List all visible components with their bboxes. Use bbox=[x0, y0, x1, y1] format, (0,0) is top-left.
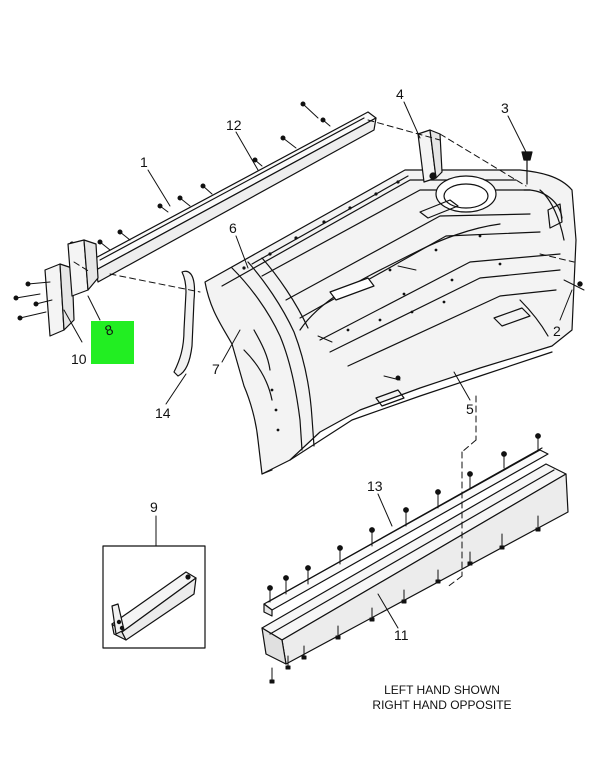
lower-rail-assembly bbox=[261, 433, 569, 684]
orientation-note: LEFT HAND SHOWN RIGHT HAND OPPOSITE bbox=[372, 683, 511, 712]
leader-4 bbox=[403, 101, 421, 139]
leader-6 bbox=[235, 235, 249, 269]
leader-8 bbox=[87, 295, 101, 321]
callout-11: 11 bbox=[394, 627, 409, 643]
leader-10 bbox=[63, 309, 83, 343]
callout-12: 12 bbox=[226, 117, 242, 133]
rear-bolt bbox=[563, 279, 585, 291]
front-bracket bbox=[13, 239, 99, 337]
callout-9: 9 bbox=[150, 499, 158, 515]
leader-2 bbox=[559, 289, 573, 321]
leader-11 bbox=[377, 593, 399, 629]
clip-fastener bbox=[521, 151, 533, 191]
leader-5 bbox=[453, 371, 471, 401]
callout-3: 3 bbox=[501, 100, 509, 116]
callout-14: 14 bbox=[155, 405, 171, 421]
leader-12 bbox=[235, 131, 259, 171]
callout-1: 1 bbox=[140, 154, 148, 170]
note-line-1: LEFT HAND SHOWN bbox=[384, 683, 500, 697]
callout-labels: 12 1 4 3 2 6 7 14 10 8 5 13 11 9 bbox=[71, 86, 561, 643]
callout-2: 2 bbox=[553, 323, 561, 339]
leader-1 bbox=[147, 169, 171, 207]
callout-7: 7 bbox=[212, 361, 220, 377]
leader-3 bbox=[507, 115, 527, 153]
callout-4: 4 bbox=[396, 86, 404, 102]
leader-13 bbox=[377, 493, 393, 527]
note-line-2: RIGHT HAND OPPOSITE bbox=[372, 698, 511, 712]
main-side-panel bbox=[204, 169, 577, 475]
callout-5: 5 bbox=[466, 401, 474, 417]
leader-14 bbox=[165, 373, 187, 405]
callout-13: 13 bbox=[367, 478, 383, 494]
detail-inset bbox=[102, 545, 206, 649]
callout-6: 6 bbox=[229, 220, 237, 236]
rear-bracket bbox=[417, 129, 443, 183]
callout-10: 10 bbox=[71, 351, 87, 367]
leader-7 bbox=[221, 329, 241, 363]
highlight-box-8 bbox=[91, 321, 134, 364]
seal-strip bbox=[173, 270, 196, 377]
upper-rail bbox=[69, 101, 377, 283]
